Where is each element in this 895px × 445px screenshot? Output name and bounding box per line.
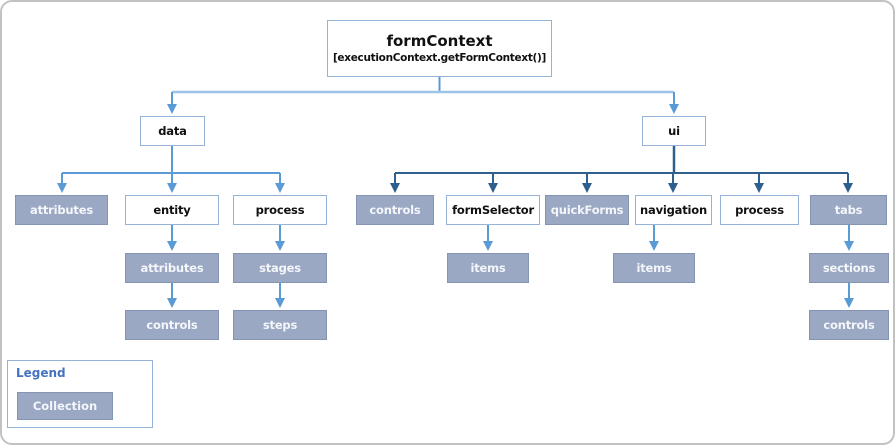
node-formcontext-subtitle: [executionContext.getFormContext()] — [332, 52, 547, 64]
node-tabs-sections: sections — [809, 253, 889, 283]
legend-collection-sample: Collection — [17, 392, 113, 420]
node-sections-controls: controls — [809, 310, 889, 340]
legend-title: Legend — [16, 366, 66, 380]
node-entity-attributes: attributes — [125, 253, 219, 283]
node-process-stages: stages — [233, 253, 327, 283]
node-data-attributes: attributes — [15, 195, 108, 225]
node-navigation: navigation — [635, 195, 712, 225]
node-navigation-items: items — [613, 253, 695, 283]
node-formselector: formSelector — [446, 195, 540, 225]
node-quickforms: quickForms — [545, 195, 629, 225]
node-ui-controls: controls — [356, 195, 434, 225]
node-formcontext: formContext [executionContext.getFormCon… — [327, 20, 552, 77]
node-ui: ui — [642, 116, 706, 146]
node-ui-process: process — [720, 195, 799, 225]
legend: Legend Collection — [7, 360, 153, 428]
node-formcontext-title: formContext — [386, 32, 493, 50]
node-process-steps: steps — [233, 310, 327, 340]
node-data-process: process — [233, 195, 327, 225]
node-tabs: tabs — [810, 195, 887, 225]
node-entity-controls: controls — [125, 310, 219, 340]
node-data: data — [140, 116, 205, 146]
node-entity: entity — [125, 195, 219, 225]
node-formselector-items: items — [447, 253, 529, 283]
